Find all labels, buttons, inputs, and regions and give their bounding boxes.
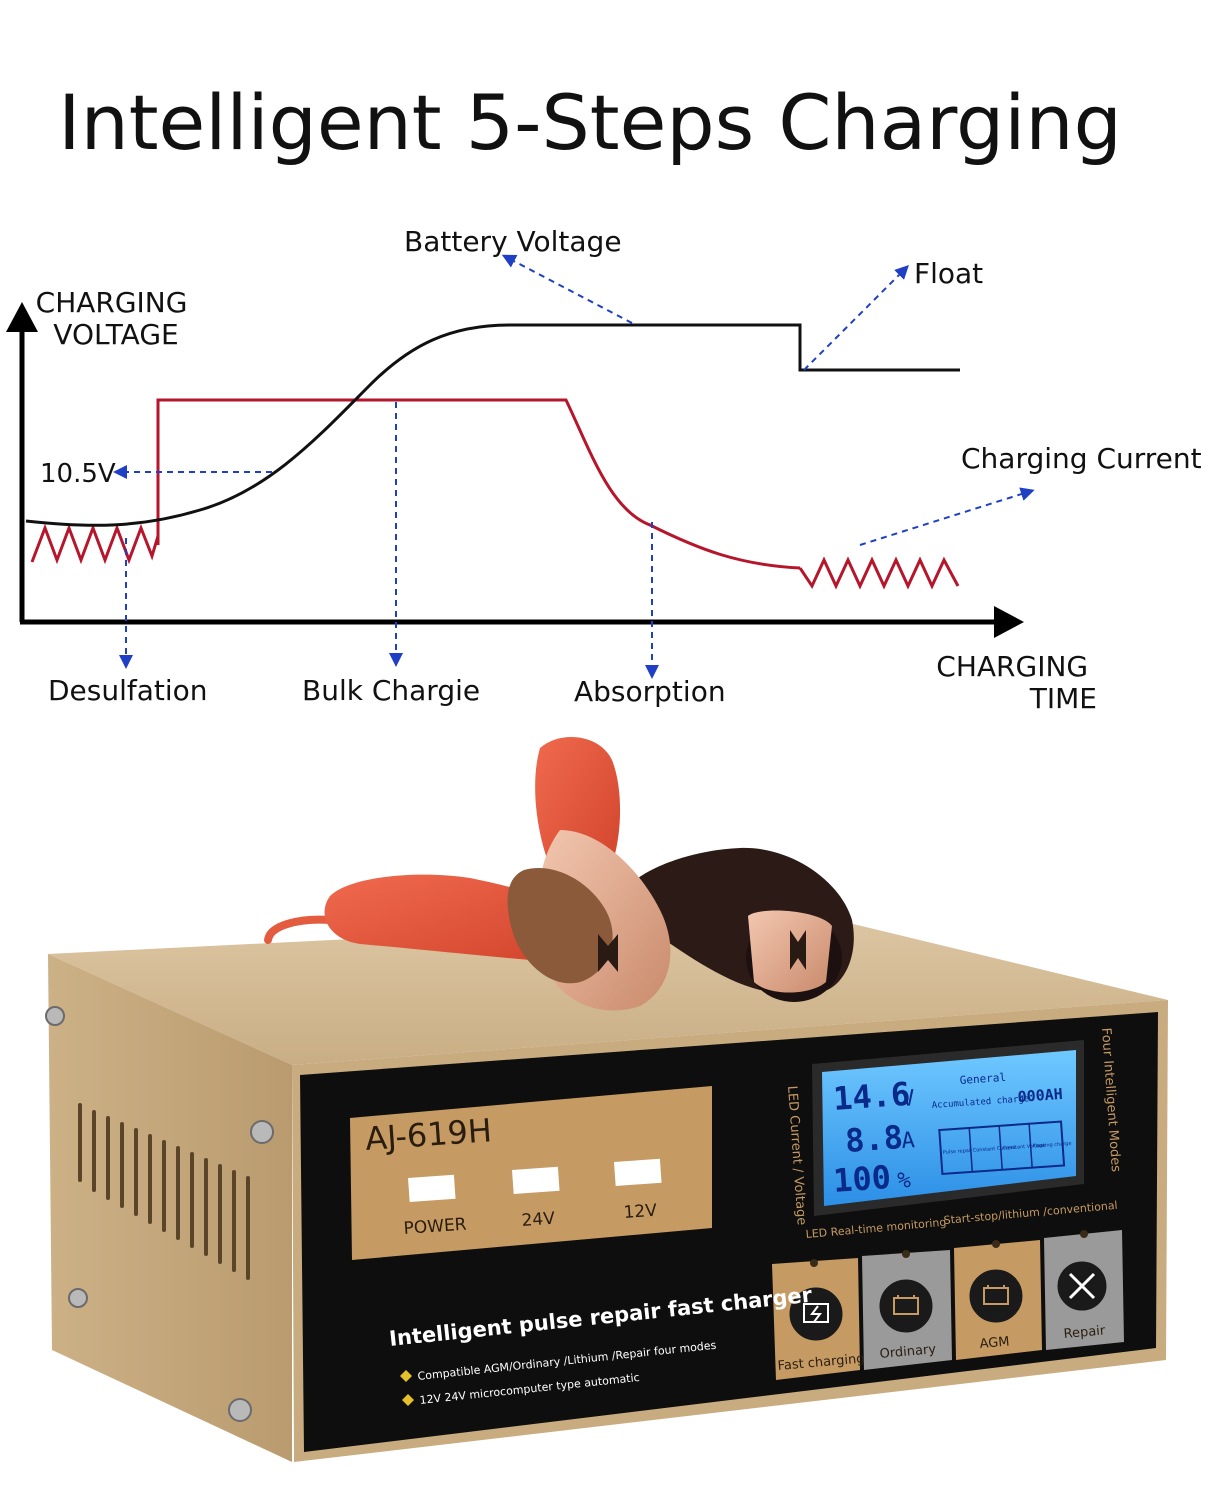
- mode-buttons: Fast charging Ordinary AGM Repair: [772, 1230, 1124, 1380]
- lcd-stage-cell: Floating charge: [1032, 1141, 1071, 1150]
- model-label: AJ-619H: [364, 1111, 493, 1158]
- clamp-teeth-icon: [790, 930, 806, 970]
- battery-bolt-icon: [803, 1303, 829, 1323]
- battery-voltage-arrow: [501, 254, 633, 324]
- repair-tools-icon: [1068, 1272, 1096, 1300]
- stage-label-desulfation: Desulfation: [48, 674, 208, 707]
- bullet-diamond-icon: [400, 1370, 412, 1382]
- black-clamp: [628, 847, 854, 1002]
- stage-label-bulk: Bulk Chargie: [302, 674, 480, 707]
- indicator-label-24v: 24V: [521, 1209, 556, 1231]
- mode-led-icon: [1080, 1230, 1088, 1238]
- x-axis-label-line2: TIME: [1029, 682, 1097, 715]
- float-arrow: [803, 265, 909, 371]
- battery-icon: [893, 1295, 919, 1315]
- stage-label-absorption: Absorption: [574, 675, 726, 708]
- agm-battery-icon: [983, 1285, 1009, 1305]
- lcd-accumulated-value: 000AH: [1017, 1085, 1063, 1106]
- mode-label-ordinary: Ordinary: [879, 1342, 937, 1362]
- lcd-stage-cell: Pulse repair: [943, 1148, 974, 1156]
- lcd-current-unit: A: [901, 1128, 916, 1154]
- lcd-stage-cell: Constant Current: [973, 1145, 1016, 1154]
- mode-led-icon: [902, 1250, 910, 1258]
- 12v-light-icon: [614, 1158, 662, 1186]
- x-axis-label-line1: CHARGING: [936, 650, 1088, 683]
- mode-led-icon: [810, 1259, 818, 1267]
- lcd-voltage-value: 14.6: [832, 1075, 912, 1118]
- screw-icon: [250, 1120, 274, 1144]
- red-cable: [264, 915, 334, 944]
- lcd-voltage-unit: V: [901, 1086, 916, 1112]
- page-title: Intelligent 5-Steps Charging: [58, 78, 1122, 167]
- mode-led-icon: [992, 1240, 1000, 1248]
- vent-slots: [78, 1103, 250, 1280]
- bullet-diamond-icon: [402, 1394, 414, 1406]
- axes: [6, 302, 1024, 638]
- indicator-label-power: POWER: [403, 1215, 467, 1239]
- mode-label-agm: AGM: [979, 1334, 1010, 1352]
- y-axis-label: CHARGING VOLTAGE: [36, 286, 197, 351]
- float-pulse-zigzag: [798, 556, 960, 590]
- desulfation-pulse-zigzag: [30, 523, 160, 565]
- y-axis-label-line2: VOLTAGE: [53, 318, 178, 351]
- lcd-screen: [822, 1050, 1076, 1206]
- x-axis-label: CHARGING TIME: [936, 650, 1097, 715]
- red-clamp: [324, 736, 671, 1011]
- lcd-readouts: 14.6 V 8.8 A 100 % General Accumulated c…: [832, 1071, 1063, 1200]
- 24v-light-icon: [512, 1166, 560, 1194]
- agm-button[interactable]: [966, 1266, 1026, 1326]
- y-axis-arrow-icon: [6, 302, 38, 332]
- lcd-percent-value: 100: [832, 1158, 892, 1200]
- charging-current-arrow: [859, 487, 1035, 546]
- voltage-threshold-label: 10.5V: [40, 459, 116, 489]
- lcd-stage-cell: Constant Voltage: [1003, 1143, 1046, 1152]
- battery-voltage-label: Battery Voltage: [404, 225, 622, 258]
- battery-voltage-curve: [25, 323, 960, 527]
- mode-label-repair: Repair: [1063, 1323, 1106, 1342]
- lcd-percent-unit: %: [897, 1168, 912, 1194]
- lcd-current-value: 8.8: [844, 1118, 904, 1160]
- clamp-teeth-icon: [598, 934, 618, 972]
- case-screws: [45, 1006, 274, 1422]
- lcd-stage-bar: Pulse repair Constant Current Constant V…: [938, 1120, 1072, 1175]
- lcd-mode-line: General: [959, 1071, 1006, 1087]
- current-main-path: [156, 398, 801, 570]
- screw-icon: [228, 1398, 252, 1422]
- x-axis-arrow-icon: [994, 606, 1024, 638]
- charging-current-label: Charging Current: [961, 442, 1202, 475]
- screw-icon: [45, 1006, 65, 1026]
- charger-product-image: AJ-619H POWER 24V 12V LED Current / Volt…: [45, 736, 1168, 1462]
- power-light-icon: [408, 1174, 456, 1202]
- annotation-arrows: [113, 254, 1035, 679]
- charging-current-curve: [30, 398, 960, 590]
- indicator-lights: POWER 24V 12V: [403, 1158, 662, 1239]
- screw-icon: [68, 1288, 88, 1308]
- indicator-label-12v: 12V: [623, 1201, 658, 1223]
- charging-steps-diagram: CHARGING VOLTAGE CHARGING TIME 10.5V Bat…: [6, 225, 1202, 715]
- float-label: Float: [914, 257, 983, 290]
- voltage-main-path: [25, 323, 960, 527]
- ordinary-button[interactable]: [876, 1276, 936, 1336]
- charger-case-side: [48, 954, 292, 1462]
- y-axis-label-line1: CHARGING: [36, 286, 188, 319]
